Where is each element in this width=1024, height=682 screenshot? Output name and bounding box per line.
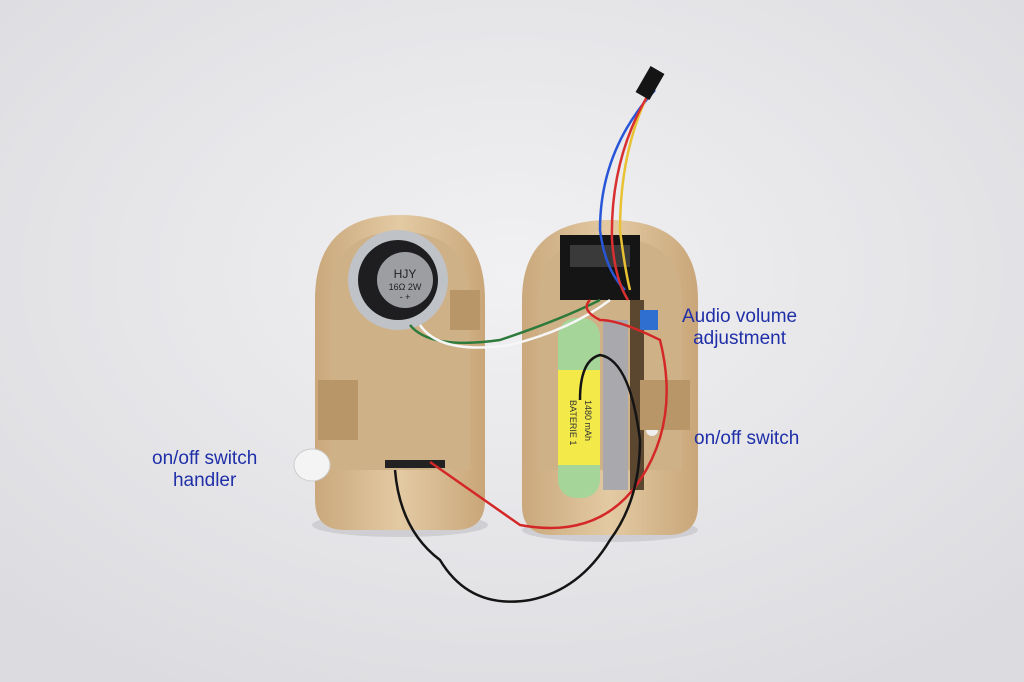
- battery-line2: 1480 mAh: [583, 400, 593, 441]
- onoff-handler-label-line1: on/off switch: [152, 448, 258, 469]
- speaker-rating: 16Ω 2W: [389, 282, 422, 292]
- wires: [393, 66, 668, 603]
- speaker-brand: HJY: [394, 267, 417, 281]
- onoff-handler-label: on/off switch handler: [152, 448, 257, 492]
- audio-volume-label: Audio volume adjustment: [682, 306, 797, 350]
- onoff-switch-label: on/off switch: [694, 428, 800, 449]
- audio-volume-label-line1: Audio volume: [682, 306, 798, 327]
- battery-line1: BATERIE 1: [568, 400, 578, 445]
- audio-volume-label-line2: adjustment: [693, 328, 787, 349]
- onoff-handler-label-line2: handler: [172, 470, 237, 491]
- left-enclosure-half: HJY 16Ω 2W - +: [293, 215, 488, 537]
- speaker-polarity: - +: [400, 292, 411, 302]
